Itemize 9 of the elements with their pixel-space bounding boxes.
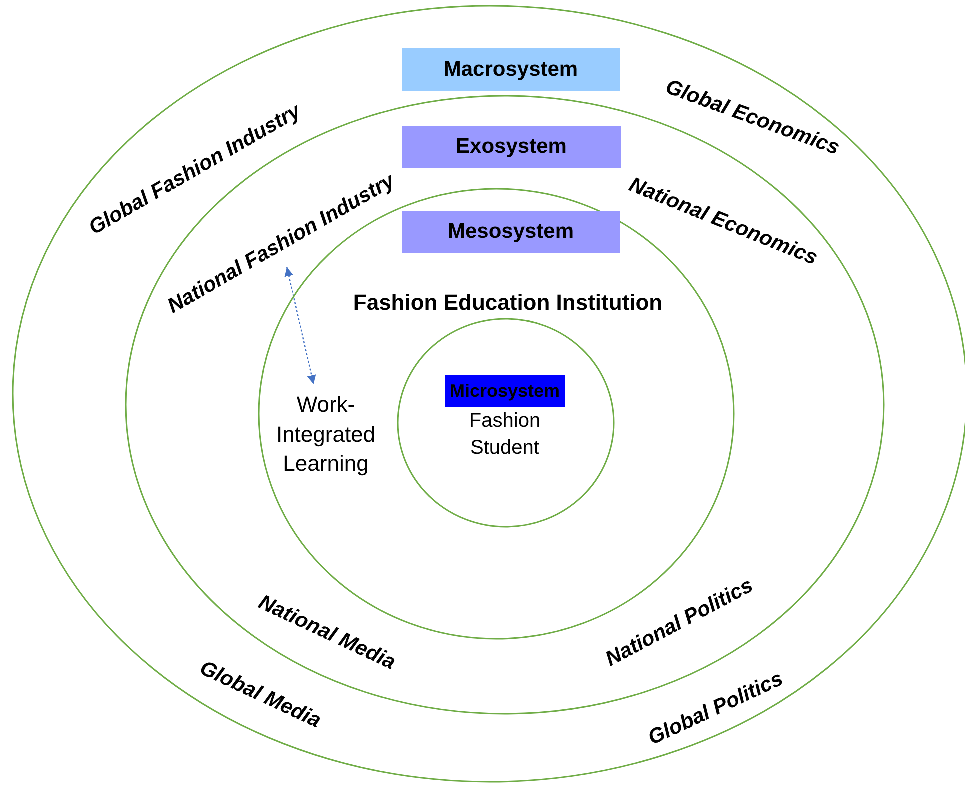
- plain-text: Work-Integrated Learning: [270, 390, 382, 486]
- system-label: Microsystem: [445, 375, 565, 407]
- system-label: Macrosystem: [402, 48, 620, 91]
- system-label: Exosystem: [402, 126, 621, 168]
- heading-text: Fashion Education Institution: [352, 289, 664, 317]
- double-arrow: [284, 267, 316, 384]
- center-text: Fashion Student: [468, 409, 542, 461]
- system-ellipse: [397, 318, 615, 528]
- system-label: Mesosystem: [402, 211, 620, 253]
